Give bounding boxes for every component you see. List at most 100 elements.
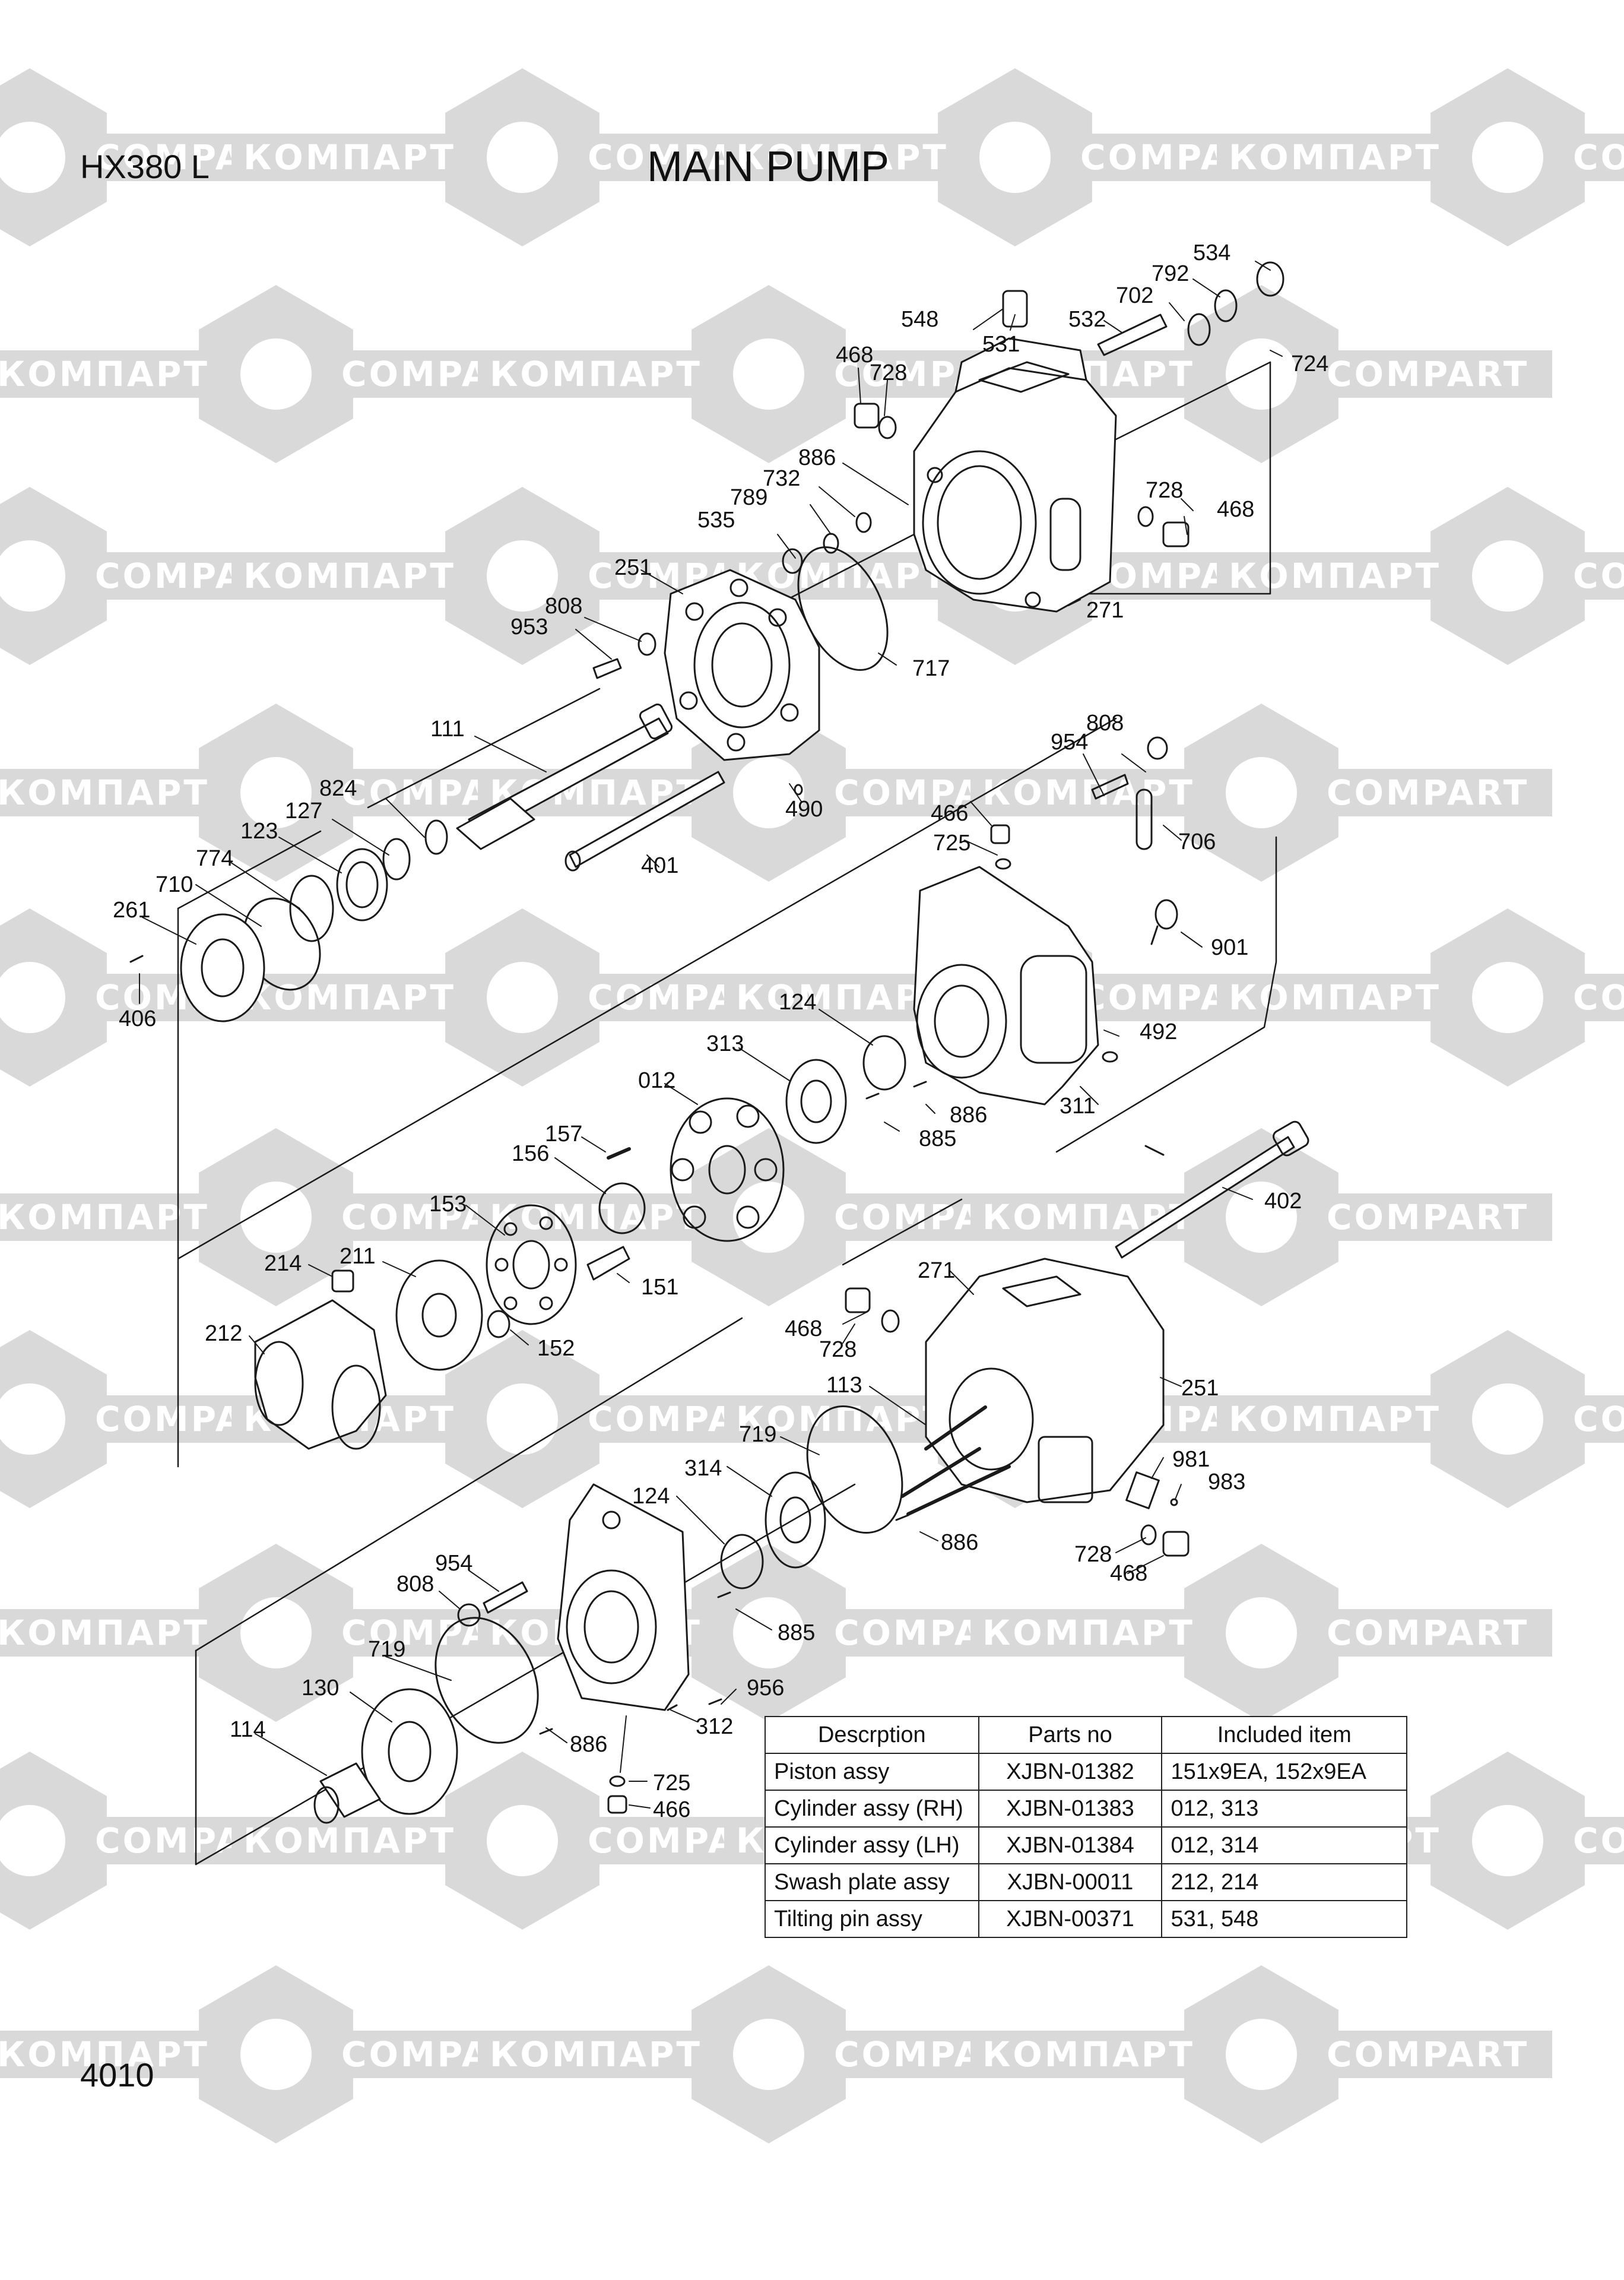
callout-251-a: 251 <box>614 555 652 580</box>
page-number: 4010 <box>80 2056 154 2094</box>
watermark-text-cyrillic: КОМПАРТ <box>982 772 1195 813</box>
table-row: Swash plate assy XJBN-00011 212, 214 <box>765 1863 1407 1901</box>
callout-314: 314 <box>684 1456 722 1481</box>
callout-901: 901 <box>1211 935 1248 960</box>
callout-152: 152 <box>537 1336 575 1361</box>
callout-719-a: 719 <box>739 1422 776 1447</box>
valve-plate-314 <box>765 1471 826 1569</box>
cell-parts-no: XJBN-00011 <box>978 1863 1163 1901</box>
watermark-text-cyrillic: КОМПАРТ <box>982 1613 1195 1653</box>
nut-808-lower <box>457 1603 481 1627</box>
watermark-text-latin: COMPART <box>1573 1820 1624 1861</box>
cell-parts-no: XJBN-01382 <box>978 1753 1163 1791</box>
callout-981: 981 <box>1172 1447 1210 1472</box>
watermark-text-latin: COMPART <box>1327 1613 1529 1653</box>
callout-401: 401 <box>641 853 678 878</box>
callout-808-c: 808 <box>397 1572 434 1597</box>
column-header-parts-no: Parts no <box>978 1716 1163 1754</box>
callout-719-b: 719 <box>368 1637 405 1662</box>
callout-534: 534 <box>1193 240 1230 265</box>
watermark-text-latin: COMPART <box>1573 137 1624 178</box>
cell-description: Cylinder assy (LH) <box>765 1826 979 1864</box>
model-name: HX380 L <box>80 148 210 185</box>
spherical-bush-156 <box>598 1182 646 1234</box>
cylinder-block-012 <box>670 1097 785 1242</box>
callout-271-a: 271 <box>1086 598 1124 623</box>
callout-732: 732 <box>763 466 800 491</box>
cell-included-item: 151x9EA, 152x9EA <box>1161 1753 1407 1791</box>
watermark-text-cyrillic: КОМПАРТ <box>490 1197 702 1237</box>
plug-466-lower <box>607 1795 627 1814</box>
front-bearing-stack <box>129 819 448 1022</box>
watermark-text-latin: COMPART <box>1327 772 1529 813</box>
callout-261: 261 <box>113 898 150 923</box>
cell-parts-no: XJBN-01384 <box>978 1826 1163 1864</box>
callout-123: 123 <box>240 819 278 844</box>
callout-886-c: 886 <box>941 1530 978 1555</box>
callout-531: 531 <box>982 332 1020 357</box>
callout-012: 012 <box>638 1068 675 1093</box>
cell-description: Tilting pin assy <box>765 1900 979 1938</box>
drive-shaft-111 <box>456 703 673 850</box>
callout-402: 402 <box>1264 1189 1302 1214</box>
callout-886-b: 886 <box>950 1103 987 1128</box>
callout-212: 212 <box>205 1321 242 1346</box>
callout-532: 532 <box>1068 307 1106 332</box>
callout-724: 724 <box>1291 352 1328 376</box>
callout-728-a: 728 <box>870 360 907 385</box>
callout-885-b: 885 <box>778 1620 815 1645</box>
callout-466-b: 466 <box>653 1797 690 1822</box>
cell-included-item: 012, 314 <box>1161 1826 1407 1864</box>
callout-774: 774 <box>196 846 233 871</box>
callout-127: 127 <box>285 799 322 824</box>
shoe-plate-211 <box>395 1259 483 1371</box>
watermark-text-cyrillic: КОМПАРТ <box>1229 137 1441 178</box>
watermark-text-latin: COMPART <box>1573 977 1624 1018</box>
callout-728-b: 728 <box>1146 478 1183 503</box>
o-ring-719-lower <box>434 1617 539 1744</box>
watermark-logo: КОМПАРТ COMPART <box>970 1544 1552 1722</box>
watermark-text-cyrillic: КОМПАРТ <box>0 1613 210 1653</box>
cell-description: Cylinder assy (RH) <box>765 1790 979 1828</box>
callout-468-d: 468 <box>1110 1561 1147 1586</box>
table-row: Cylinder assy (LH) XJBN-01384 012, 314 <box>765 1826 1407 1864</box>
cell-description: Piston assy <box>765 1753 979 1791</box>
watermark-text-cyrillic: КОМПАРТ <box>0 772 210 813</box>
callout-717: 717 <box>912 656 950 681</box>
swash-plate-212 <box>254 1299 387 1450</box>
bolt-401 <box>564 771 725 872</box>
pump-casing-271-lower <box>900 1258 1165 1516</box>
watermark-text-cyrillic: КОМПАРТ <box>1229 556 1441 596</box>
callout-114: 114 <box>230 1717 266 1742</box>
port-block-312 <box>557 1483 690 1711</box>
gear-130 <box>361 1688 458 1815</box>
column-header-description: Descrption <box>765 1716 979 1754</box>
callout-312: 312 <box>696 1714 733 1739</box>
callout-157: 157 <box>545 1122 582 1147</box>
rivet-983 <box>1170 1498 1178 1506</box>
callout-706: 706 <box>1178 829 1216 854</box>
callout-468-b: 468 <box>1217 497 1254 522</box>
cell-included-item: 212, 214 <box>1161 1863 1407 1901</box>
table-header-row: Descrption Parts no Included item <box>765 1716 1407 1754</box>
callout-124-b: 124 <box>632 1484 670 1509</box>
cell-parts-no: XJBN-01383 <box>978 1790 1163 1828</box>
watermark-text-cyrillic: КОМПАРТ <box>490 354 702 394</box>
cell-parts-no: XJBN-00371 <box>978 1900 1163 1938</box>
callout-954-b: 954 <box>435 1551 472 1576</box>
watermark-text-cyrillic: КОМПАРТ <box>243 137 456 178</box>
watermark-text-cyrillic: КОМПАРТ <box>0 354 210 394</box>
callout-824: 824 <box>319 776 357 801</box>
callout-725-a: 725 <box>933 831 970 856</box>
watermark-text-cyrillic: КОМПАРТ <box>1229 1399 1441 1439</box>
callout-728-c: 728 <box>819 1337 857 1362</box>
table-row: Tilting pin assy XJBN-00371 531, 548 <box>765 1900 1407 1938</box>
callout-151: 151 <box>641 1275 678 1300</box>
callout-954-a: 954 <box>1051 730 1088 755</box>
